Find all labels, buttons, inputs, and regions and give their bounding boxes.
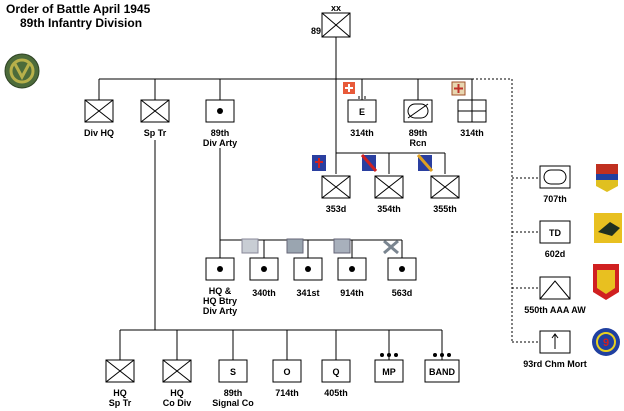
ordnance-symbol: O	[272, 359, 302, 383]
attached-dashed-lines	[472, 78, 540, 343]
div-arty-label: 89th Div Arty	[202, 128, 238, 148]
arty-341-label: 341st	[296, 288, 320, 298]
mp-symbol: MP	[374, 353, 404, 383]
infantry-354-label: 354th	[377, 204, 401, 214]
chem-insignia-icon: 9	[592, 328, 620, 356]
band-symbol-text: BAND	[429, 367, 455, 377]
quartermaster-label: 405th	[324, 388, 348, 398]
hq-co-div-label: HQ Co Div	[162, 388, 192, 408]
arty-563-symbol	[387, 257, 417, 281]
arty-914-insignia-icon	[333, 238, 351, 254]
division-patch-icon	[4, 53, 40, 89]
connector-lines	[98, 37, 473, 360]
engineer-insignia-icon	[343, 82, 355, 94]
medical-insignia-icon	[451, 81, 466, 96]
td-bn-symbol: TD	[539, 220, 571, 244]
arty-563-insignia-icon	[383, 239, 399, 255]
arty-341-symbol	[293, 257, 323, 281]
arty-340-insignia-icon	[241, 238, 259, 254]
medical-symbol	[457, 99, 487, 123]
sp-tr-label: Sp Tr	[143, 128, 167, 138]
infantry-355-insignia-icon	[416, 154, 434, 172]
recon-symbol	[403, 99, 433, 123]
infantry-353-symbol	[321, 175, 351, 199]
hq-sp-tr-label: HQ Sp Tr	[108, 388, 132, 408]
chem-mortar-label: 93rd Chm Mort	[523, 359, 587, 369]
tank-destroyer-insignia-icon	[594, 213, 622, 243]
svg-text:9: 9	[603, 337, 609, 349]
band-symbol: BAND	[424, 353, 460, 383]
arty-914-label: 914th	[340, 288, 364, 298]
armored-insignia-icon	[596, 164, 618, 192]
td-symbol-text: TD	[549, 228, 561, 238]
division-symbol: xx	[321, 3, 351, 38]
td-bn-label: 602d	[544, 249, 566, 259]
infantry-355-label: 355th	[433, 204, 457, 214]
arty-341-insignia-icon	[286, 238, 304, 254]
infantry-355-symbol	[430, 175, 460, 199]
tank-bn-label: 707th	[543, 194, 567, 204]
aaa-bn-label: 550th AAA AW	[524, 305, 586, 315]
div-hq-symbol	[84, 99, 114, 123]
aaa-insignia-icon	[593, 264, 619, 300]
chem-mortar-symbol	[539, 330, 571, 354]
signal-symbol: S	[218, 359, 248, 383]
infantry-354-symbol	[374, 175, 404, 199]
engineer-symbol-text: E	[359, 107, 365, 117]
engineer-symbol: E	[347, 96, 377, 123]
arty-hq-symbol	[205, 257, 235, 281]
ordnance-label: 714th	[275, 388, 299, 398]
hq-co-div-symbol	[162, 359, 192, 383]
signal-label: 89th Signal Co	[212, 388, 254, 408]
signal-symbol-text: S	[230, 367, 236, 377]
engineer-label: 314th	[350, 128, 374, 138]
arty-340-symbol	[249, 257, 279, 281]
division-echelon: xx	[331, 3, 341, 13]
recon-label: 89th Rcn	[408, 128, 428, 148]
div-hq-label: Div HQ	[83, 128, 115, 138]
sp-tr-symbol	[140, 99, 170, 123]
tank-bn-symbol	[539, 165, 571, 189]
ordnance-symbol-text: O	[283, 367, 290, 377]
title-line-1: Order of Battle April 1945	[6, 2, 151, 16]
medical-label: 314th	[460, 128, 484, 138]
hq-sp-tr-symbol	[105, 359, 135, 383]
title-line-2: 89th Infantry Division	[20, 16, 143, 30]
infantry-354-insignia-icon	[360, 154, 378, 172]
arty-914-symbol	[337, 257, 367, 281]
quartermaster-symbol: Q	[321, 359, 351, 383]
page-title: Order of Battle April 1945 89th Infantry…	[6, 2, 150, 30]
arty-340-label: 340th	[252, 288, 276, 298]
div-arty-symbol	[205, 99, 235, 123]
division-label: 89	[310, 26, 322, 36]
arty-563-label: 563d	[391, 288, 413, 298]
infantry-353-label: 353d	[325, 204, 347, 214]
aaa-bn-symbol	[539, 276, 571, 300]
mp-symbol-text: MP	[382, 367, 396, 377]
arty-hq-label: HQ & HQ Btry Div Arty	[202, 286, 238, 316]
infantry-353-insignia-icon	[312, 155, 326, 171]
quartermaster-symbol-text: Q	[332, 367, 339, 377]
